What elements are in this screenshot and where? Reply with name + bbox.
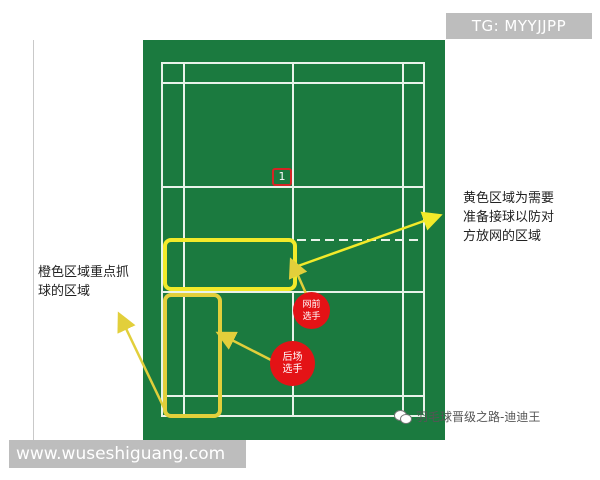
bottom-watermark: www.wuseshiguang.com bbox=[9, 440, 246, 468]
annotation-line: 黄色区域为需要 bbox=[463, 191, 555, 206]
annotation-line: 准备接球以防对 bbox=[463, 210, 555, 225]
net-player-marker: 网前 选手 bbox=[293, 292, 330, 329]
wechat-icon bbox=[394, 409, 412, 424]
arrow-from-back-player bbox=[215, 331, 272, 362]
annotation-line: 球的区域 bbox=[38, 284, 91, 299]
page-divider bbox=[33, 40, 34, 440]
back-player-label-line2: 选手 bbox=[282, 363, 303, 375]
orange-zone bbox=[163, 293, 222, 418]
back-player-label-line1: 后场 bbox=[282, 351, 303, 363]
orange-zone-annotation: 橙色区域重点抓 球的区域 bbox=[38, 263, 138, 301]
arrow-to-left-annotation bbox=[117, 311, 167, 411]
annotation-line: 橙色区域重点抓 bbox=[38, 265, 130, 280]
arrow-to-right-annotation bbox=[297, 211, 443, 268]
credit-text: 羽毛球晋级之路-迪迪王 bbox=[416, 410, 541, 424]
net-player-label-line1: 网前 bbox=[302, 299, 321, 310]
annotation-line: 方放网的区域 bbox=[463, 229, 542, 244]
back-player-marker: 后场 选手 bbox=[270, 341, 315, 386]
yellow-zone-annotation: 黄色区域为需要 准备接球以防对 方放网的区域 bbox=[463, 189, 583, 246]
top-watermark: TG: MYYJJPP bbox=[446, 13, 592, 39]
net-player-label-line2: 选手 bbox=[302, 311, 321, 322]
position-number-badge: 1 bbox=[272, 168, 292, 186]
author-credit: 羽毛球晋级之路-迪迪王 bbox=[394, 408, 540, 425]
